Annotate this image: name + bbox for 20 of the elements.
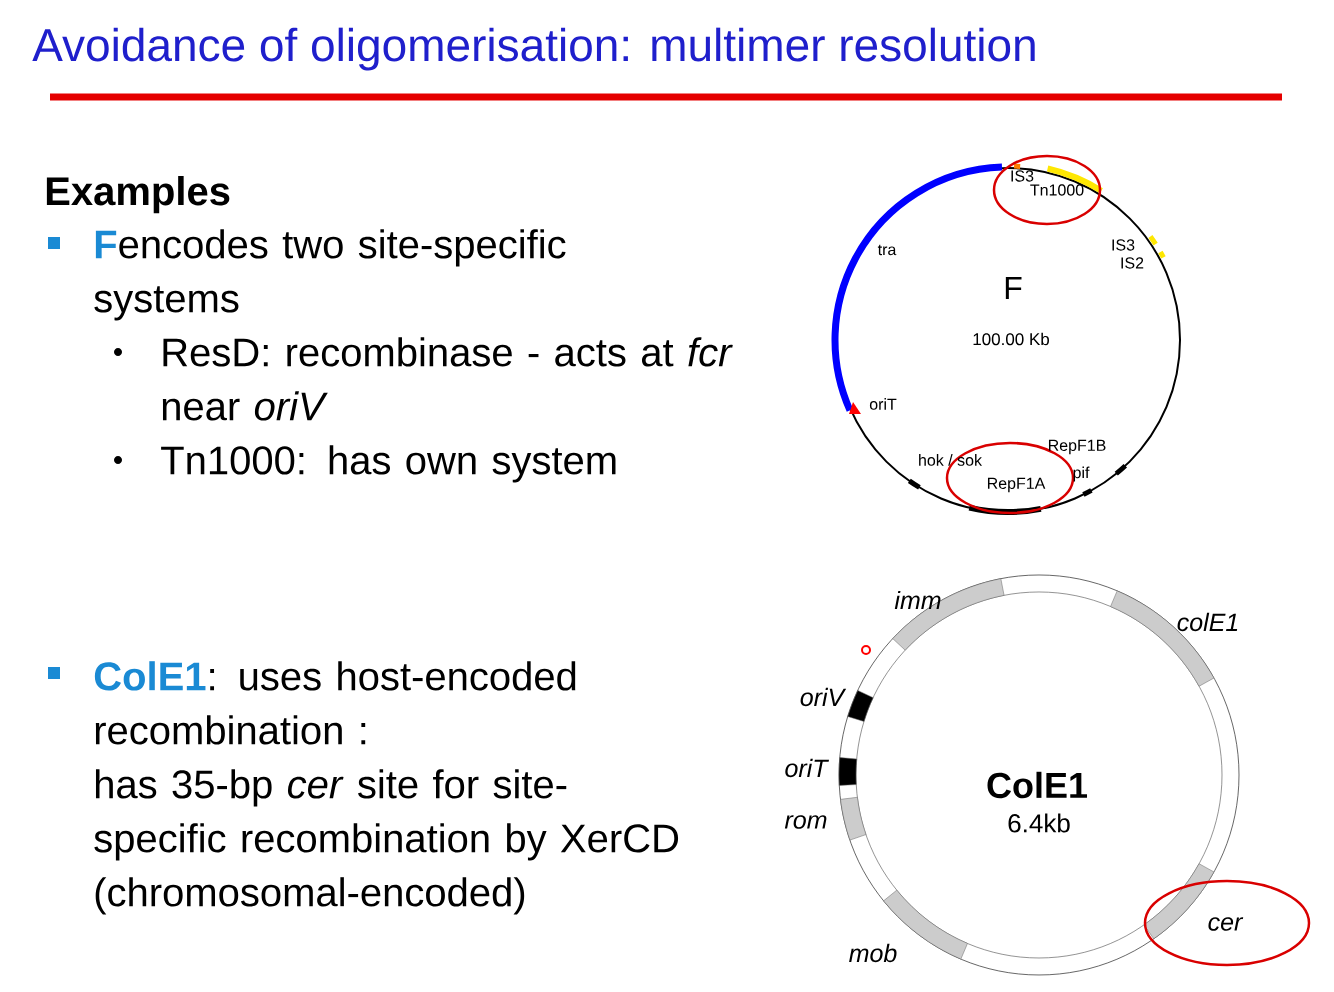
- gene-label: Tn1000: [1030, 184, 1084, 196]
- bullet-text: Tn1000: has own system: [161, 445, 616, 483]
- gene-label: tra: [877, 244, 897, 256]
- gene-label: RepF1A: [988, 477, 1046, 493]
- gene-label: IS3: [1112, 239, 1135, 251]
- gene-label: imm: [894, 590, 941, 610]
- gene-label: RepF1B: [1049, 439, 1106, 455]
- gene-label: IS2: [1121, 257, 1144, 269]
- bullet-text: Fencodes two site-specific systems: [94, 229, 566, 321]
- gene-label: IS3: [1011, 170, 1034, 182]
- bullet-text: has 35-bp cer site for site-specific recombination by XerCD (chromosomal-encoded): [94, 769, 679, 915]
- gene-label: oriT: [869, 398, 897, 410]
- gene-label: hok / sok: [919, 454, 982, 466]
- gene-label: colE1: [1177, 612, 1238, 632]
- gene-label: pif: [1073, 466, 1090, 482]
- heading: Examples: [46, 176, 230, 214]
- bullet-text: ResD: recombinase - acts at fcr near oriV: [162, 337, 733, 421]
- bullet-text: ColE1: uses host-encoded recombination :: [94, 661, 576, 745]
- slide-title: Avoidance of oligomerisation: multimer resolution: [32, 27, 1035, 71]
- gene-label: mob: [849, 943, 897, 963]
